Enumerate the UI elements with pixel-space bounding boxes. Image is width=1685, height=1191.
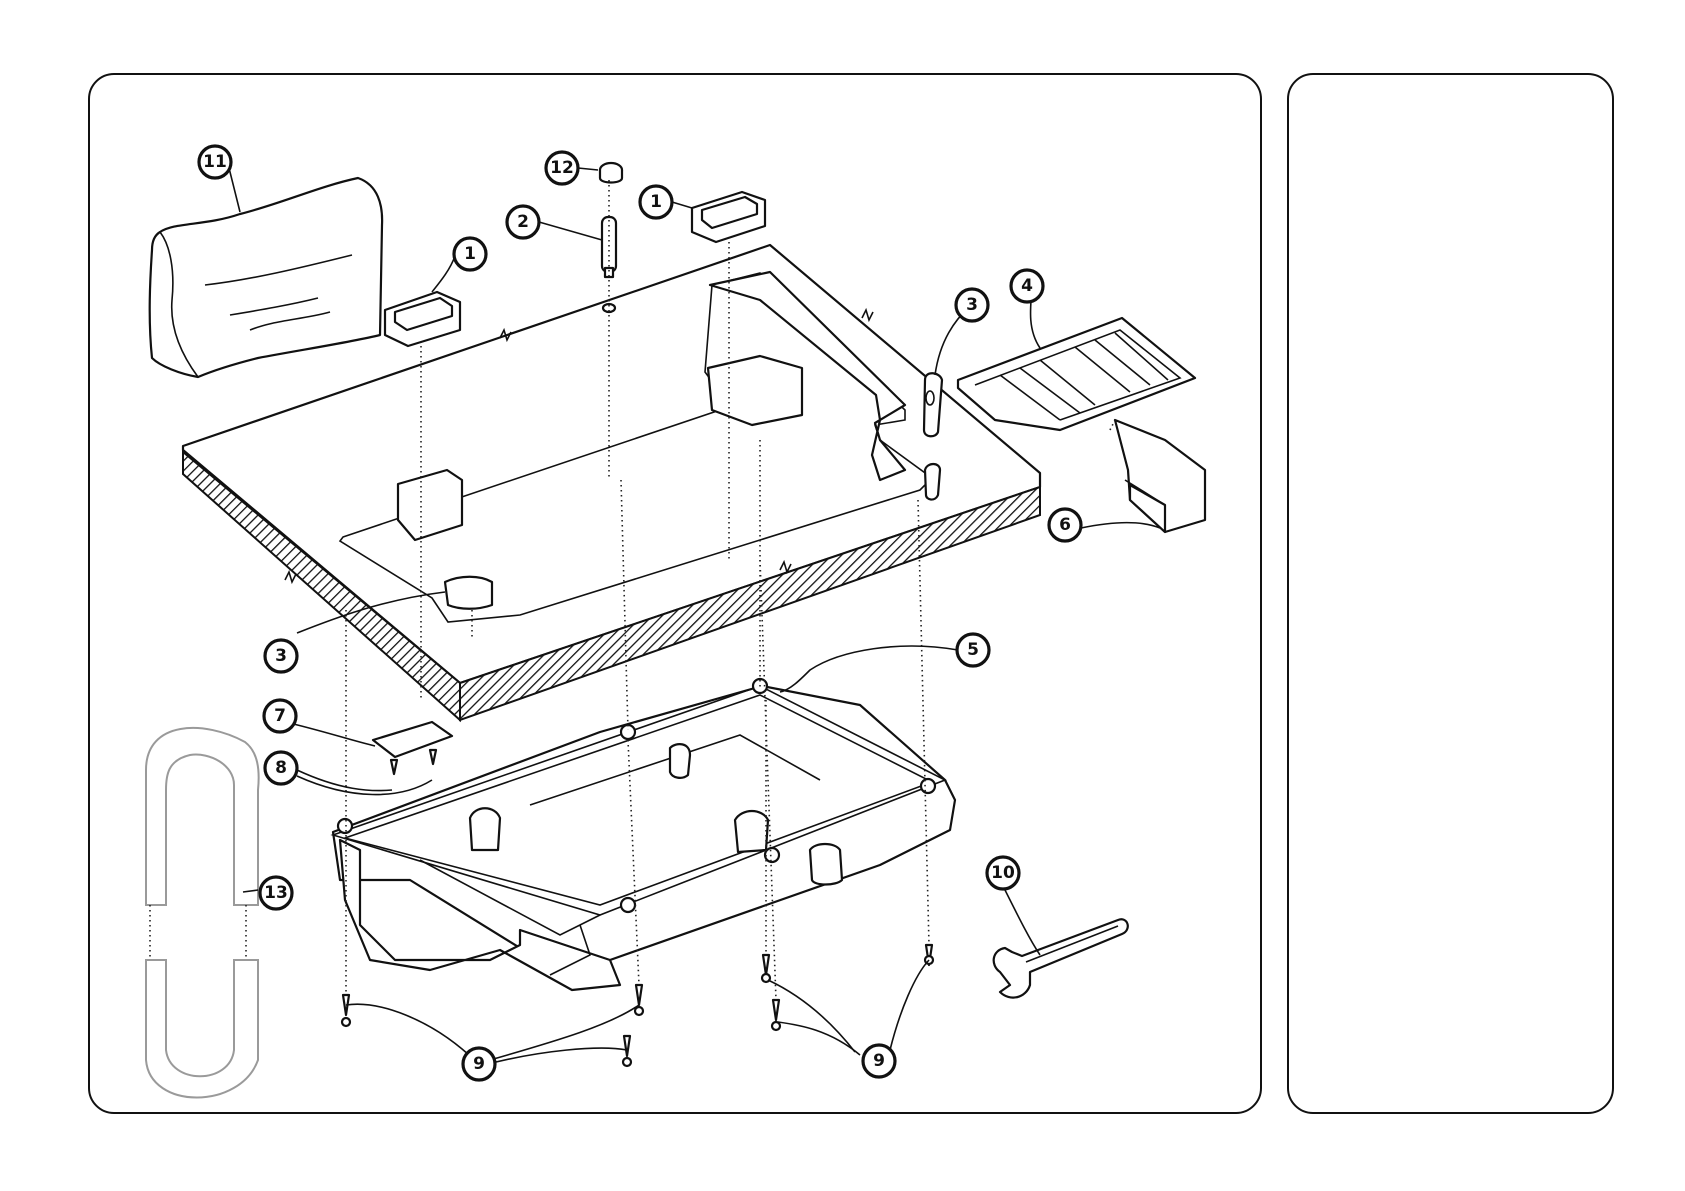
svg-text:3: 3 <box>275 646 287 666</box>
hinge-block-right <box>692 192 765 242</box>
svg-text:10: 10 <box>991 863 1015 883</box>
callout-11: 11 <box>199 146 231 178</box>
cover-plate-part <box>373 722 452 757</box>
callout-8: 8 <box>265 752 297 784</box>
hinge-block-left <box>385 292 460 346</box>
callout-6: 6 <box>1049 509 1081 541</box>
svg-text:9: 9 <box>473 1054 485 1074</box>
pin-cap-part <box>600 163 622 183</box>
callout-9-right: 9 <box>863 1045 895 1077</box>
callout-9-left: 9 <box>463 1048 495 1080</box>
callout-2: 2 <box>507 206 539 238</box>
svg-text:11: 11 <box>203 152 227 172</box>
svg-text:1: 1 <box>464 244 476 264</box>
callout-5: 5 <box>957 634 989 666</box>
callout-7: 7 <box>264 700 296 732</box>
drive-belt-part <box>146 728 259 1098</box>
svg-text:1: 1 <box>650 192 662 212</box>
svg-text:3: 3 <box>966 295 978 315</box>
svg-text:7: 7 <box>274 706 286 726</box>
svg-text:2: 2 <box>517 212 529 232</box>
callout-1-left: 1 <box>454 238 486 270</box>
svg-text:9: 9 <box>873 1051 885 1071</box>
svg-text:6: 6 <box>1059 515 1071 535</box>
callout-3-upper: 3 <box>956 289 988 321</box>
callout-13: 13 <box>260 877 292 909</box>
callout-10: 10 <box>987 857 1019 889</box>
callout-12: 12 <box>546 152 578 184</box>
callout-1-right: 1 <box>640 186 672 218</box>
svg-text:5: 5 <box>967 640 979 660</box>
callout-4: 4 <box>1011 270 1043 302</box>
accessory-tray-part <box>958 318 1195 430</box>
svg-text:13: 13 <box>264 883 288 903</box>
support-bracket-part <box>1115 420 1205 532</box>
wrench-part <box>994 919 1128 997</box>
svg-text:12: 12 <box>550 158 574 178</box>
svg-text:8: 8 <box>275 758 287 778</box>
dust-cover-part <box>150 178 382 377</box>
svg-text:4: 4 <box>1021 276 1033 296</box>
callout-3-lower: 3 <box>265 640 297 672</box>
